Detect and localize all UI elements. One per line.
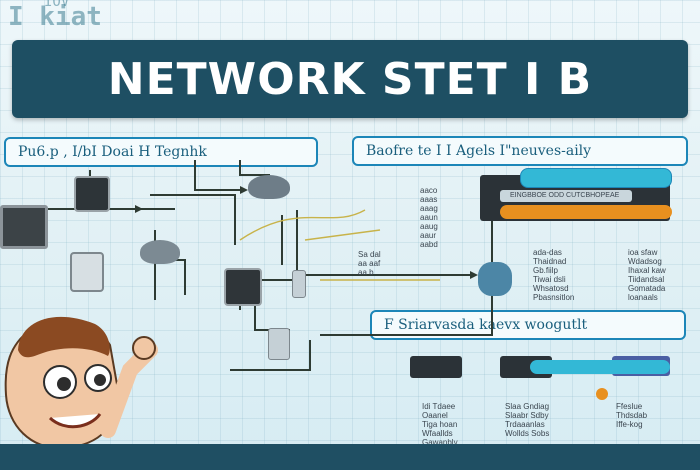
rack-panel: [410, 356, 462, 378]
progress-bar-cyan: [520, 168, 672, 188]
server-icon: [224, 268, 262, 306]
router-icon: [248, 175, 290, 199]
left-section-label: Pu6.p , I/bI Doai H Tegnhk: [18, 144, 207, 160]
cartoon-character: [4, 316, 158, 460]
progress-bar-cyan: [530, 360, 670, 374]
status-dot-orange: [596, 388, 608, 400]
right-section-header: Baofre te I I Agels I"neuves-aily: [352, 136, 688, 166]
middle-section-header: F Sriarvasda kaevx woogutlt: [370, 310, 686, 340]
monitor-icon: [0, 205, 48, 249]
middle-section-label: F Sriarvasda kaevx woogutlt: [384, 317, 588, 333]
right-section-label: Baofre te I I Agels I"neuves-aily: [366, 143, 592, 159]
footer-bar: [0, 444, 700, 470]
left-section-header: Pu6.p , I/bI Doai H Tegnhk: [4, 137, 318, 167]
printer-icon: [70, 252, 104, 292]
router-icon: [140, 240, 180, 264]
background-text: I kiat: [8, 2, 102, 32]
page-title: NETWORK STET I B: [107, 53, 593, 105]
device-icon: [268, 328, 290, 360]
panel-caption: EINGBBOE ODD CUTCBHOPEAE: [510, 192, 620, 199]
computer-icon: [74, 176, 110, 212]
title-banner: NETWORK STET I B: [12, 40, 688, 118]
panel-caption-bar: EINGBBOE ODD CUTCBHOPEAE: [500, 190, 632, 202]
background-text: IOV: [44, 0, 70, 10]
progress-bar-orange: [500, 205, 672, 219]
hub-icon: [478, 262, 512, 296]
device-icon: [292, 270, 306, 298]
